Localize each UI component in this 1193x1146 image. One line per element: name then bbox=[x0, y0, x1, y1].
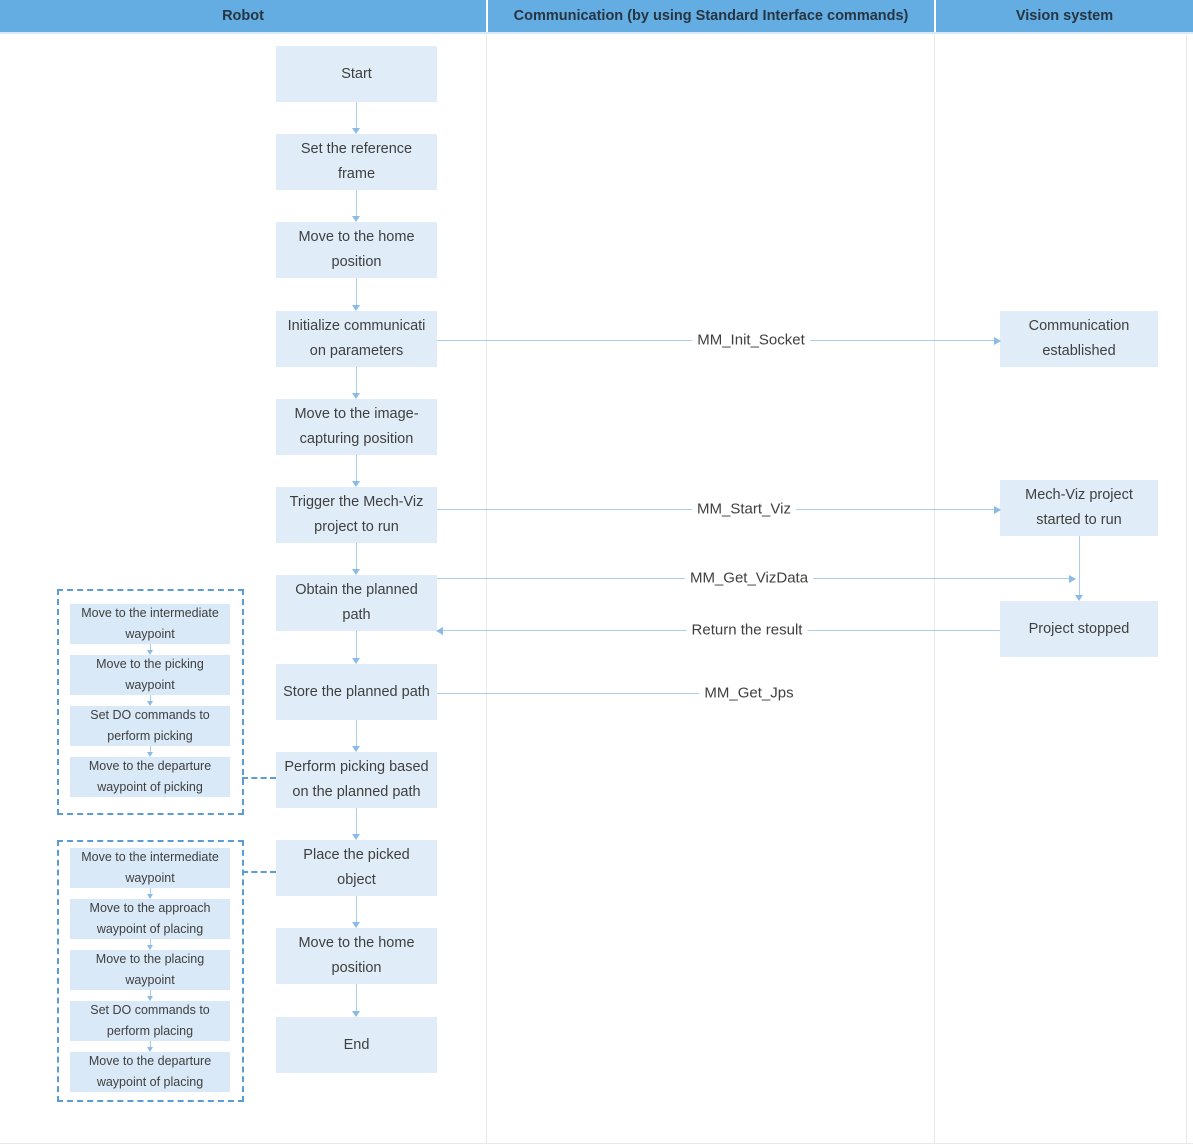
message-mm-get-jps: MM_Get_Jps bbox=[699, 684, 799, 702]
arrow-down-icon bbox=[352, 455, 361, 487]
message-return-result: Return the result bbox=[686, 621, 808, 639]
arrow-down-icon bbox=[147, 888, 154, 899]
picking-waypoints-group bbox=[57, 589, 244, 815]
arrow-down-icon bbox=[147, 990, 154, 1001]
arrow-down-icon bbox=[352, 278, 361, 311]
flow-node-end: End bbox=[276, 1017, 437, 1073]
lane-header-communication: Communication (by using Standard Interfa… bbox=[488, 0, 934, 32]
arrow-down-icon bbox=[352, 190, 361, 222]
arrow-down-icon bbox=[147, 746, 154, 757]
flow-node-start: Start bbox=[276, 46, 437, 102]
lane-divider-right bbox=[934, 34, 935, 1143]
dashed-link-picking-group bbox=[242, 777, 276, 779]
arrow-down-icon bbox=[147, 1041, 154, 1052]
arrow-down-icon bbox=[352, 984, 361, 1017]
message-mm-start-viz: MM_Start_Viz bbox=[692, 500, 796, 518]
lane-divider-left bbox=[486, 34, 487, 1143]
lane-header-robot: Robot bbox=[0, 0, 486, 32]
arrow-down-icon bbox=[352, 808, 361, 840]
arrow-down-icon bbox=[147, 939, 154, 950]
message-mm-get-vizdata: MM_Get_VizData bbox=[684, 569, 814, 587]
message-mm-init-socket: MM_Init_Socket bbox=[692, 331, 810, 349]
arrow-down-icon bbox=[352, 631, 361, 664]
flow-node-project-stopped: Project stopped bbox=[1000, 601, 1158, 657]
flow-node-store-planned-path: Store the planned path bbox=[276, 664, 437, 720]
header-underline bbox=[0, 32, 1193, 34]
arrow-down-icon bbox=[352, 367, 361, 399]
frame-right-border bbox=[1186, 34, 1187, 1143]
arrow-down-icon bbox=[352, 720, 361, 752]
arrow-down-icon bbox=[352, 896, 361, 928]
arrow-down-icon bbox=[352, 543, 361, 575]
arrow-down-icon bbox=[1075, 536, 1084, 601]
flow-node-move-image-capturing: Move to the image-capturing position bbox=[276, 399, 437, 455]
arrow-down-icon bbox=[147, 695, 154, 706]
arrow-down-icon bbox=[352, 102, 361, 134]
dashed-link-placing-group bbox=[242, 871, 276, 873]
connector-mm-get-jps bbox=[437, 693, 706, 694]
frame-bottom-border bbox=[0, 1143, 1193, 1144]
placing-waypoints-group bbox=[57, 840, 244, 1102]
lane-header-vision-system: Vision system bbox=[936, 0, 1193, 32]
arrow-down-icon bbox=[147, 644, 154, 655]
